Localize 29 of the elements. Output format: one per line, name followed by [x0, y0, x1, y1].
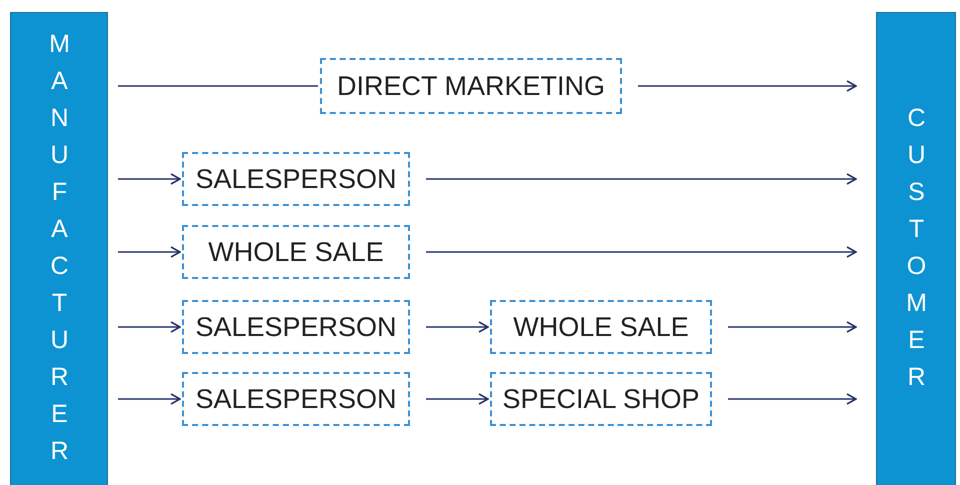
- box-label: SPECIAL SHOP: [502, 384, 700, 414]
- arrow: [426, 173, 857, 185]
- arrow: [118, 321, 181, 333]
- side-bar: [876, 12, 956, 485]
- box-label: SALESPERSON: [195, 312, 397, 342]
- box-label: DIRECT MARKETING: [336, 70, 606, 102]
- arrow: [118, 246, 181, 258]
- channel-box: [490, 300, 712, 354]
- box-label: WHOLE SALE: [513, 312, 689, 342]
- arrow: [426, 393, 489, 405]
- vertical-label: CUSTOMER: [902, 104, 930, 400]
- channel-box: [182, 152, 410, 206]
- channel-box: [490, 372, 712, 426]
- channel-box: [182, 300, 410, 354]
- arrow: [638, 80, 857, 92]
- arrow: [426, 246, 857, 258]
- box-label: SALESPERSON: [195, 164, 397, 194]
- channel-box: [182, 225, 410, 279]
- box-label: WHOLE SALE: [208, 236, 384, 268]
- arrow: [118, 393, 181, 405]
- arrow: [118, 173, 181, 185]
- arrow: [728, 393, 857, 405]
- arrow: [426, 321, 489, 333]
- channel-box: [182, 372, 410, 426]
- box-label: SALESPERSON: [195, 384, 397, 414]
- channel-box: [320, 58, 622, 114]
- vertical-label: MANUFACTURER: [44, 30, 74, 474]
- side-bar: [10, 12, 108, 485]
- arrow: [728, 321, 857, 333]
